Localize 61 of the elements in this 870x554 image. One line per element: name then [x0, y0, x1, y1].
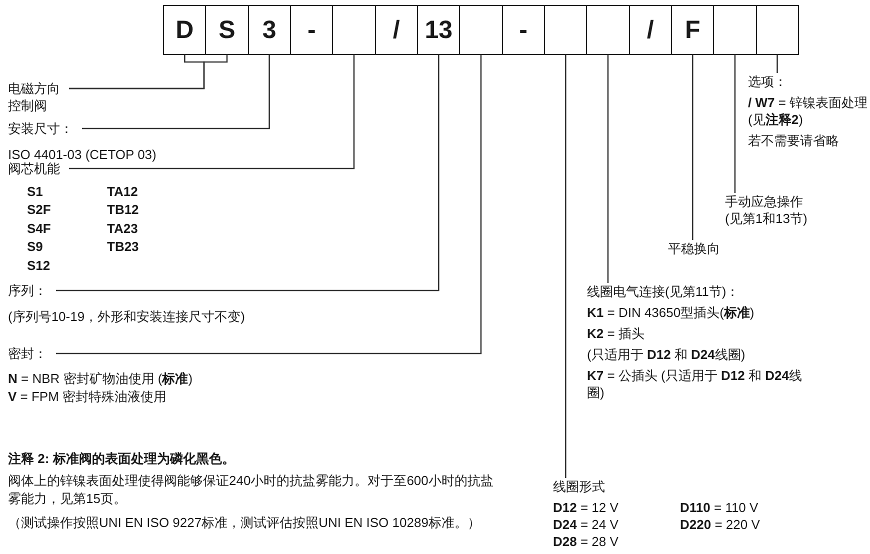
option-code: TB12	[107, 201, 139, 218]
heading-text: 安装尺寸：	[8, 120, 73, 137]
option-code: S9	[27, 238, 43, 255]
option-code: TA23	[107, 220, 138, 236]
option-text: K7 = 公插头 (只适用于 D12 和 D24线圈)	[587, 367, 803, 401]
heading-text: 线圈形式	[553, 478, 605, 495]
code-position	[459, 5, 503, 55]
option-text: / W7 = 锌镍表面处理 (见注释2)	[748, 94, 868, 128]
label-text: 平稳换向	[668, 240, 720, 257]
code-position	[332, 5, 376, 55]
option-code: D28 = 28 V	[553, 533, 618, 550]
option-text: V = FPM 密封特殊油液使用	[8, 388, 167, 405]
leader-line	[69, 55, 355, 170]
option-text: (只适用于 D12 和 D24线圈)	[587, 346, 746, 363]
leader-line	[56, 55, 482, 354]
option-text: N = NBR 密封矿物油使用 (标准)	[8, 370, 193, 387]
option-text: 若不需要请省略	[748, 132, 839, 149]
option-code: TB23	[107, 238, 139, 255]
heading-text: 选项：	[748, 73, 787, 90]
code-position	[586, 5, 630, 55]
code-position: /	[374, 5, 418, 55]
leader-line	[564, 55, 566, 478]
code-position: F	[670, 5, 714, 55]
note-text: 阀体上的锌镍表面处理使得阀能够保证240小时的抗盐雾能力。对于至600小时的抗盐雾能力，见第15页。	[8, 472, 494, 508]
option-text: (序列号10-19，外形和安装连接尺寸不变)	[8, 308, 245, 325]
option-code: S1	[27, 182, 43, 200]
option-code: S2F	[27, 201, 51, 218]
note-text: （测试操作按照UNI EN ISO 9227标准，测试评估按照UNI EN ISO 10289标准。）	[8, 514, 482, 532]
leader-line	[776, 55, 778, 73]
code-position: -	[502, 5, 545, 55]
heading-text: 阀芯机能	[8, 160, 60, 177]
leader-line	[607, 55, 609, 283]
code-position: D	[163, 5, 206, 55]
option-code: TA12	[107, 182, 138, 200]
code-position: S	[205, 5, 249, 55]
code-position: 3	[248, 5, 291, 55]
code-position: 13	[416, 5, 460, 55]
note-heading: 注释 2: 标准阀的表面处理为磷化黑色。	[8, 450, 236, 468]
leader-line	[734, 55, 736, 193]
option-text: K2 = 插头	[587, 325, 644, 342]
leader-line	[82, 55, 270, 130]
option-code: D220 = 220 V	[680, 516, 760, 533]
code-position: /	[628, 5, 672, 55]
option-code: D12 = 12 V	[553, 499, 618, 516]
option-text: K1 = DIN 43650型插头(标准)	[587, 304, 754, 321]
heading-text: 序列：	[8, 282, 47, 299]
code-position	[756, 5, 799, 55]
heading-text: 密封：	[8, 345, 47, 362]
label-text: 手动应急操作(见第1和13节)	[725, 193, 815, 227]
option-code: D110 = 110 V	[680, 499, 758, 516]
code-position	[713, 5, 757, 55]
leader-line	[56, 55, 440, 292]
option-code: S12	[27, 256, 50, 274]
code-position: -	[290, 5, 334, 55]
heading-text: 线圈电气连接(见第11节)：	[587, 283, 740, 300]
label-text: 电磁方向控制阀	[8, 80, 64, 114]
option-text: ISO 4401-03 (CETOP 03)	[8, 146, 156, 162]
option-code: S4F	[27, 220, 51, 236]
option-code: D24 = 24 V	[553, 516, 618, 533]
leader-line	[692, 55, 694, 240]
code-position	[544, 5, 588, 55]
